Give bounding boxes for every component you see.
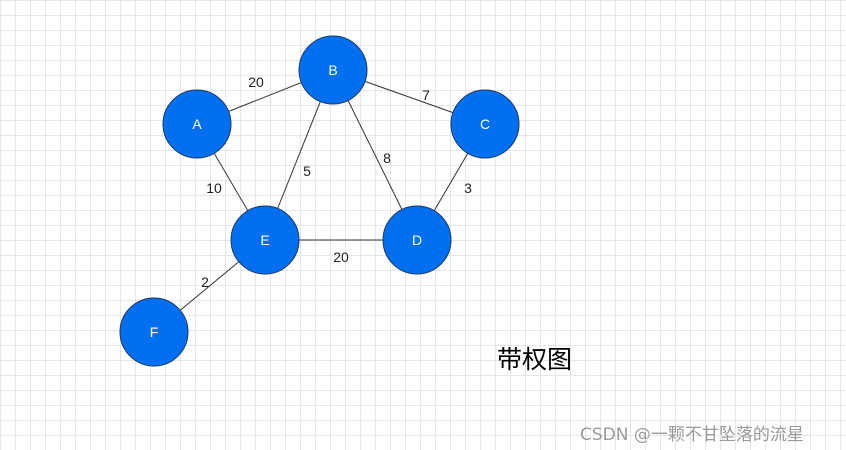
node-c: C <box>450 89 520 159</box>
node-a-label: A <box>192 116 202 132</box>
node-a-circle <box>162 89 232 159</box>
node-c-label: C <box>480 116 490 132</box>
node-b-circle <box>298 35 368 105</box>
node-d: D <box>382 205 452 275</box>
node-e-label: E <box>260 232 269 248</box>
edge-weight-b-d: 8 <box>383 150 391 166</box>
edge-weight-a-b: 20 <box>248 74 264 90</box>
edge-weight-c-d: 3 <box>464 180 472 196</box>
edge-weight-b-c: 7 <box>422 87 430 103</box>
node-e: E <box>230 205 300 275</box>
edge-weight-b-e: 5 <box>303 163 311 179</box>
node-f-circle <box>119 297 189 367</box>
node-d-circle <box>382 205 452 275</box>
node-e-circle <box>230 205 300 275</box>
edge-weights-layer: 20 7 10 5 8 3 20 2 <box>201 74 472 290</box>
node-d-label: D <box>412 232 422 248</box>
edge-weight-a-e: 10 <box>206 180 222 196</box>
diagram-caption: 带权图 <box>497 345 573 374</box>
edge-weight-e-d: 20 <box>333 249 349 265</box>
nodes-layer: A B C D E F <box>119 35 520 367</box>
csdn-watermark: CSDN @一颗不甘坠落的流星 <box>580 425 804 445</box>
node-b-label: B <box>328 62 337 78</box>
node-f-label: F <box>150 324 159 340</box>
node-b: B <box>298 35 368 105</box>
node-f: F <box>119 297 189 367</box>
edge-weight-e-f: 2 <box>201 274 209 290</box>
node-c-circle <box>450 89 520 159</box>
node-a: A <box>162 89 232 159</box>
